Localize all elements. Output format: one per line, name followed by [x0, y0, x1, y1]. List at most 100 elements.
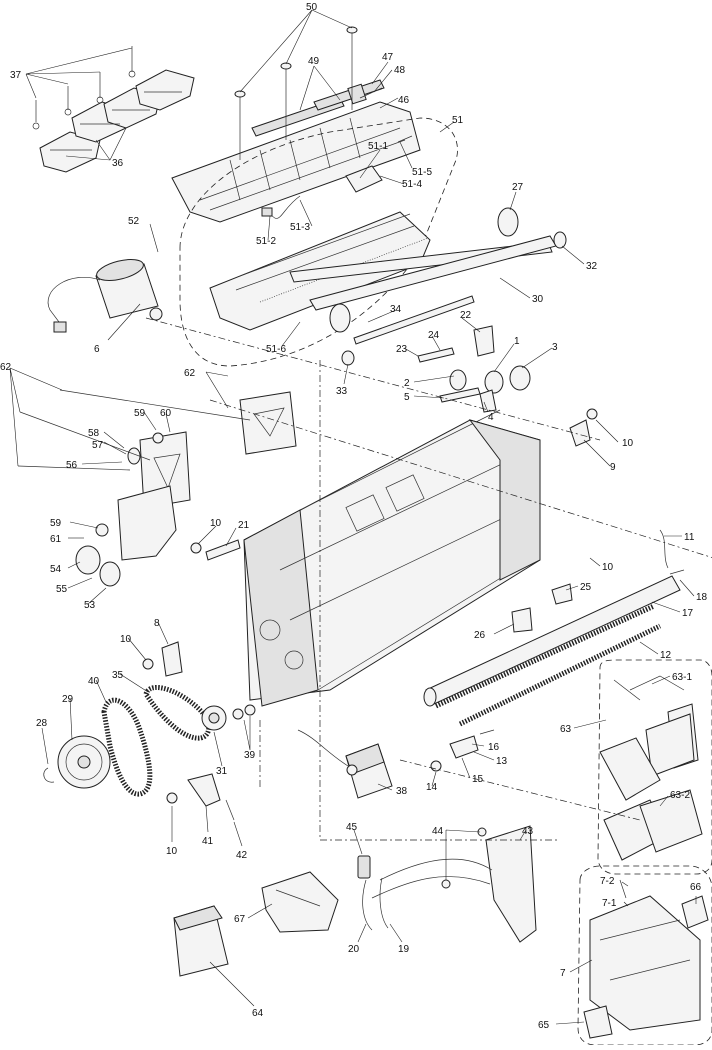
callout-13: 13	[496, 756, 508, 767]
part-drive-gears	[43, 684, 256, 797]
callout-14: 14	[426, 782, 438, 793]
callout-16: 16	[488, 742, 500, 753]
callout-45: 45	[346, 822, 358, 833]
callout-61: 61	[50, 534, 62, 545]
part-41-lever	[166, 773, 235, 821]
callout-10-left-mid: 10	[120, 634, 132, 645]
callout-31: 31	[216, 766, 228, 777]
part-43-cable-bracket	[357, 825, 537, 943]
callout-63-2: 63-2	[670, 790, 690, 801]
callout-7-1: 7-1	[602, 898, 617, 909]
callout-51-4: 51-4	[402, 179, 422, 190]
callout-23: 23	[396, 344, 408, 355]
part-50-screws	[234, 26, 358, 160]
callout-25: 25	[580, 582, 592, 593]
callout-37: 37	[10, 70, 22, 81]
callout-21: 21	[238, 520, 250, 531]
callout-57: 57	[92, 440, 104, 451]
callout-38: 38	[396, 786, 408, 797]
part-9-bracket	[569, 408, 669, 569]
part-main-chassis	[243, 409, 541, 707]
callout-59-upper: 59	[134, 408, 146, 419]
part-gear-cluster	[341, 325, 531, 413]
alignment-lines	[145, 317, 712, 841]
callout-41: 41	[202, 836, 214, 847]
callout-55: 55	[56, 584, 68, 595]
callout-10-right-lower: 10	[602, 562, 614, 573]
callout-53: 53	[84, 600, 96, 611]
callout-56: 56	[66, 460, 78, 471]
callout-51-5: 51-5	[412, 167, 432, 178]
callout-47: 47	[382, 52, 394, 63]
callout-labels: 50 47 48 49 46 51 51-1 51-5 51-4 37 36 5…	[0, 2, 708, 1031]
callout-24: 24	[428, 330, 440, 341]
callout-12: 12	[660, 650, 672, 661]
callout-49: 49	[308, 56, 320, 67]
callout-62-left: 62	[0, 362, 12, 373]
part-17-shaft-12-belt	[423, 569, 685, 727]
callout-3: 3	[552, 342, 558, 353]
part-left-brackets	[17, 389, 297, 587]
callout-39: 39	[244, 750, 256, 761]
callout-22: 22	[460, 310, 472, 321]
callout-43: 43	[522, 826, 534, 837]
callout-35: 35	[112, 670, 124, 681]
callout-20: 20	[348, 944, 360, 955]
callout-10-mid-left: 10	[210, 518, 222, 529]
callout-29: 29	[62, 694, 74, 705]
callout-52: 52	[128, 216, 140, 227]
callout-46: 46	[398, 95, 410, 106]
part-64-tray	[173, 905, 229, 977]
callout-62-mid: 62	[184, 368, 196, 379]
callout-17: 17	[682, 608, 694, 619]
callout-51: 51	[452, 115, 464, 126]
callout-64: 64	[252, 1008, 264, 1019]
callout-27: 27	[512, 182, 524, 193]
callout-54: 54	[50, 564, 62, 575]
callout-51-2: 51-2	[256, 236, 276, 247]
callout-7-2: 7-2	[600, 876, 615, 887]
callout-10-right-upper: 10	[622, 438, 634, 449]
callout-8: 8	[154, 618, 160, 629]
callout-51-6: 51-6	[266, 344, 286, 355]
callout-44: 44	[432, 826, 444, 837]
callout-67: 67	[234, 914, 246, 925]
callout-32: 32	[586, 261, 598, 272]
callout-28: 28	[36, 718, 48, 729]
callout-58: 58	[88, 428, 100, 439]
callout-11: 11	[684, 532, 695, 543]
part-7-carriage	[577, 865, 712, 1046]
callout-42: 42	[236, 850, 248, 861]
callout-19: 19	[398, 944, 410, 955]
callout-30: 30	[532, 294, 544, 305]
callout-18: 18	[696, 592, 708, 603]
callout-60: 60	[160, 408, 172, 419]
callout-51-1: 51-1	[368, 141, 388, 152]
callout-40: 40	[88, 676, 100, 687]
callout-6: 6	[94, 344, 100, 355]
callout-5: 5	[404, 392, 410, 403]
part-21-8-brackets	[142, 539, 241, 677]
part-63-cartridge-group	[597, 659, 712, 875]
callout-63-1: 63-1	[672, 672, 692, 683]
callout-34: 34	[390, 304, 402, 315]
part-67-holder	[261, 871, 339, 933]
part-46-upper-guide	[171, 79, 421, 223]
callout-51-3: 51-3	[290, 222, 310, 233]
callout-33: 33	[336, 386, 348, 397]
callout-26: 26	[474, 630, 486, 641]
callout-2: 2	[404, 378, 410, 389]
callout-63: 63	[560, 724, 572, 735]
callout-50: 50	[306, 2, 318, 13]
callout-36: 36	[112, 158, 124, 169]
leader-lines	[9, 9, 697, 1025]
callout-15: 15	[472, 774, 484, 785]
part-36-paper-guides	[32, 46, 195, 173]
callout-66: 66	[690, 882, 702, 893]
callout-10-bottom-left: 10	[166, 846, 178, 857]
part-27-30-shafts	[289, 207, 567, 345]
callout-48: 48	[394, 65, 406, 76]
callout-9: 9	[610, 462, 616, 473]
part-6-motor	[47, 259, 163, 333]
callout-1: 1	[514, 336, 520, 347]
